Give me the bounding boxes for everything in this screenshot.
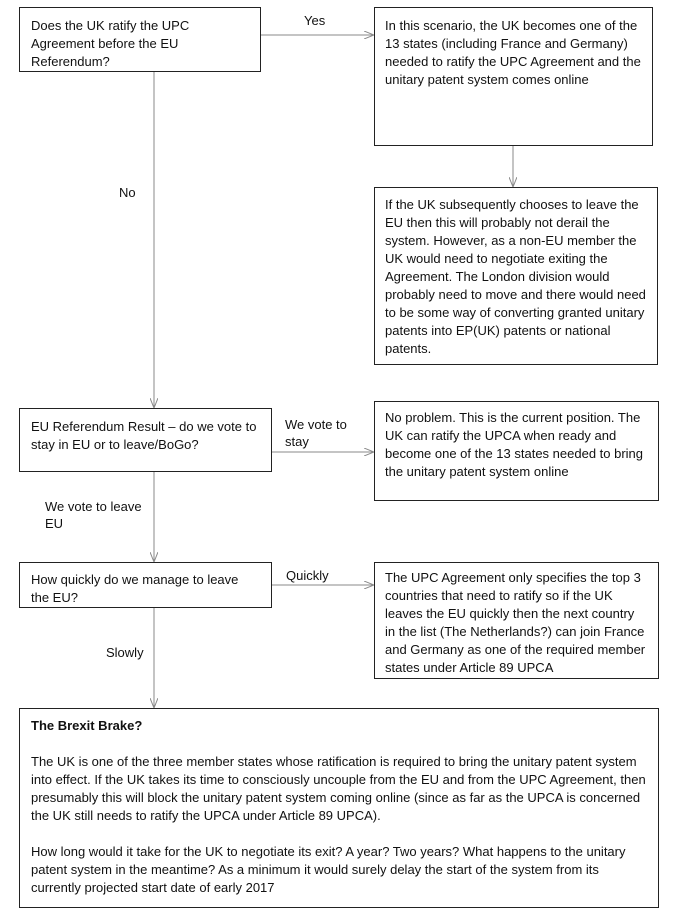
- label-quickly: Quickly: [286, 568, 329, 583]
- stay-result-text: No problem. This is the current position…: [385, 410, 644, 479]
- label-slowly: Slowly: [106, 645, 144, 660]
- question-referendum-result: EU Referendum Result – do we vote to sta…: [19, 408, 272, 472]
- question-ratify-before-referendum: Does the UK ratify the UPC Agreement bef…: [19, 7, 261, 72]
- leave-later-box: If the UK subsequently chooses to leave …: [374, 187, 658, 365]
- label-no: No: [119, 185, 136, 200]
- question-ratify-text: Does the UK ratify the UPC Agreement bef…: [31, 18, 190, 69]
- label-we-vote-to-leave: We vote to leave EU: [45, 499, 142, 531]
- label-we-vote-to-stay: We vote to stay: [285, 417, 347, 449]
- yes-scenario-box: In this scenario, the UK becomes one of …: [374, 7, 653, 146]
- question-how-quickly-text: How quickly do we manage to leave the EU…: [31, 572, 239, 605]
- yes-scenario-text: In this scenario, the UK becomes one of …: [385, 18, 641, 87]
- brexit-brake-title: The Brexit Brake?: [31, 718, 143, 733]
- quick-result-box: The UPC Agreement only specifies the top…: [374, 562, 659, 679]
- stay-result-box: No problem. This is the current position…: [374, 401, 659, 501]
- leave-later-text: If the UK subsequently chooses to leave …: [385, 197, 646, 356]
- brexit-brake-para2: How long would it take for the UK to neg…: [31, 844, 626, 895]
- question-how-quickly: How quickly do we manage to leave the EU…: [19, 562, 272, 608]
- question-referendum-text: EU Referendum Result – do we vote to sta…: [31, 419, 257, 452]
- quick-result-text: The UPC Agreement only specifies the top…: [385, 570, 646, 675]
- brexit-brake-box: The Brexit Brake? The UK is one of the t…: [19, 708, 659, 908]
- brexit-brake-para1: The UK is one of the three member states…: [31, 754, 646, 823]
- label-yes: Yes: [304, 13, 326, 28]
